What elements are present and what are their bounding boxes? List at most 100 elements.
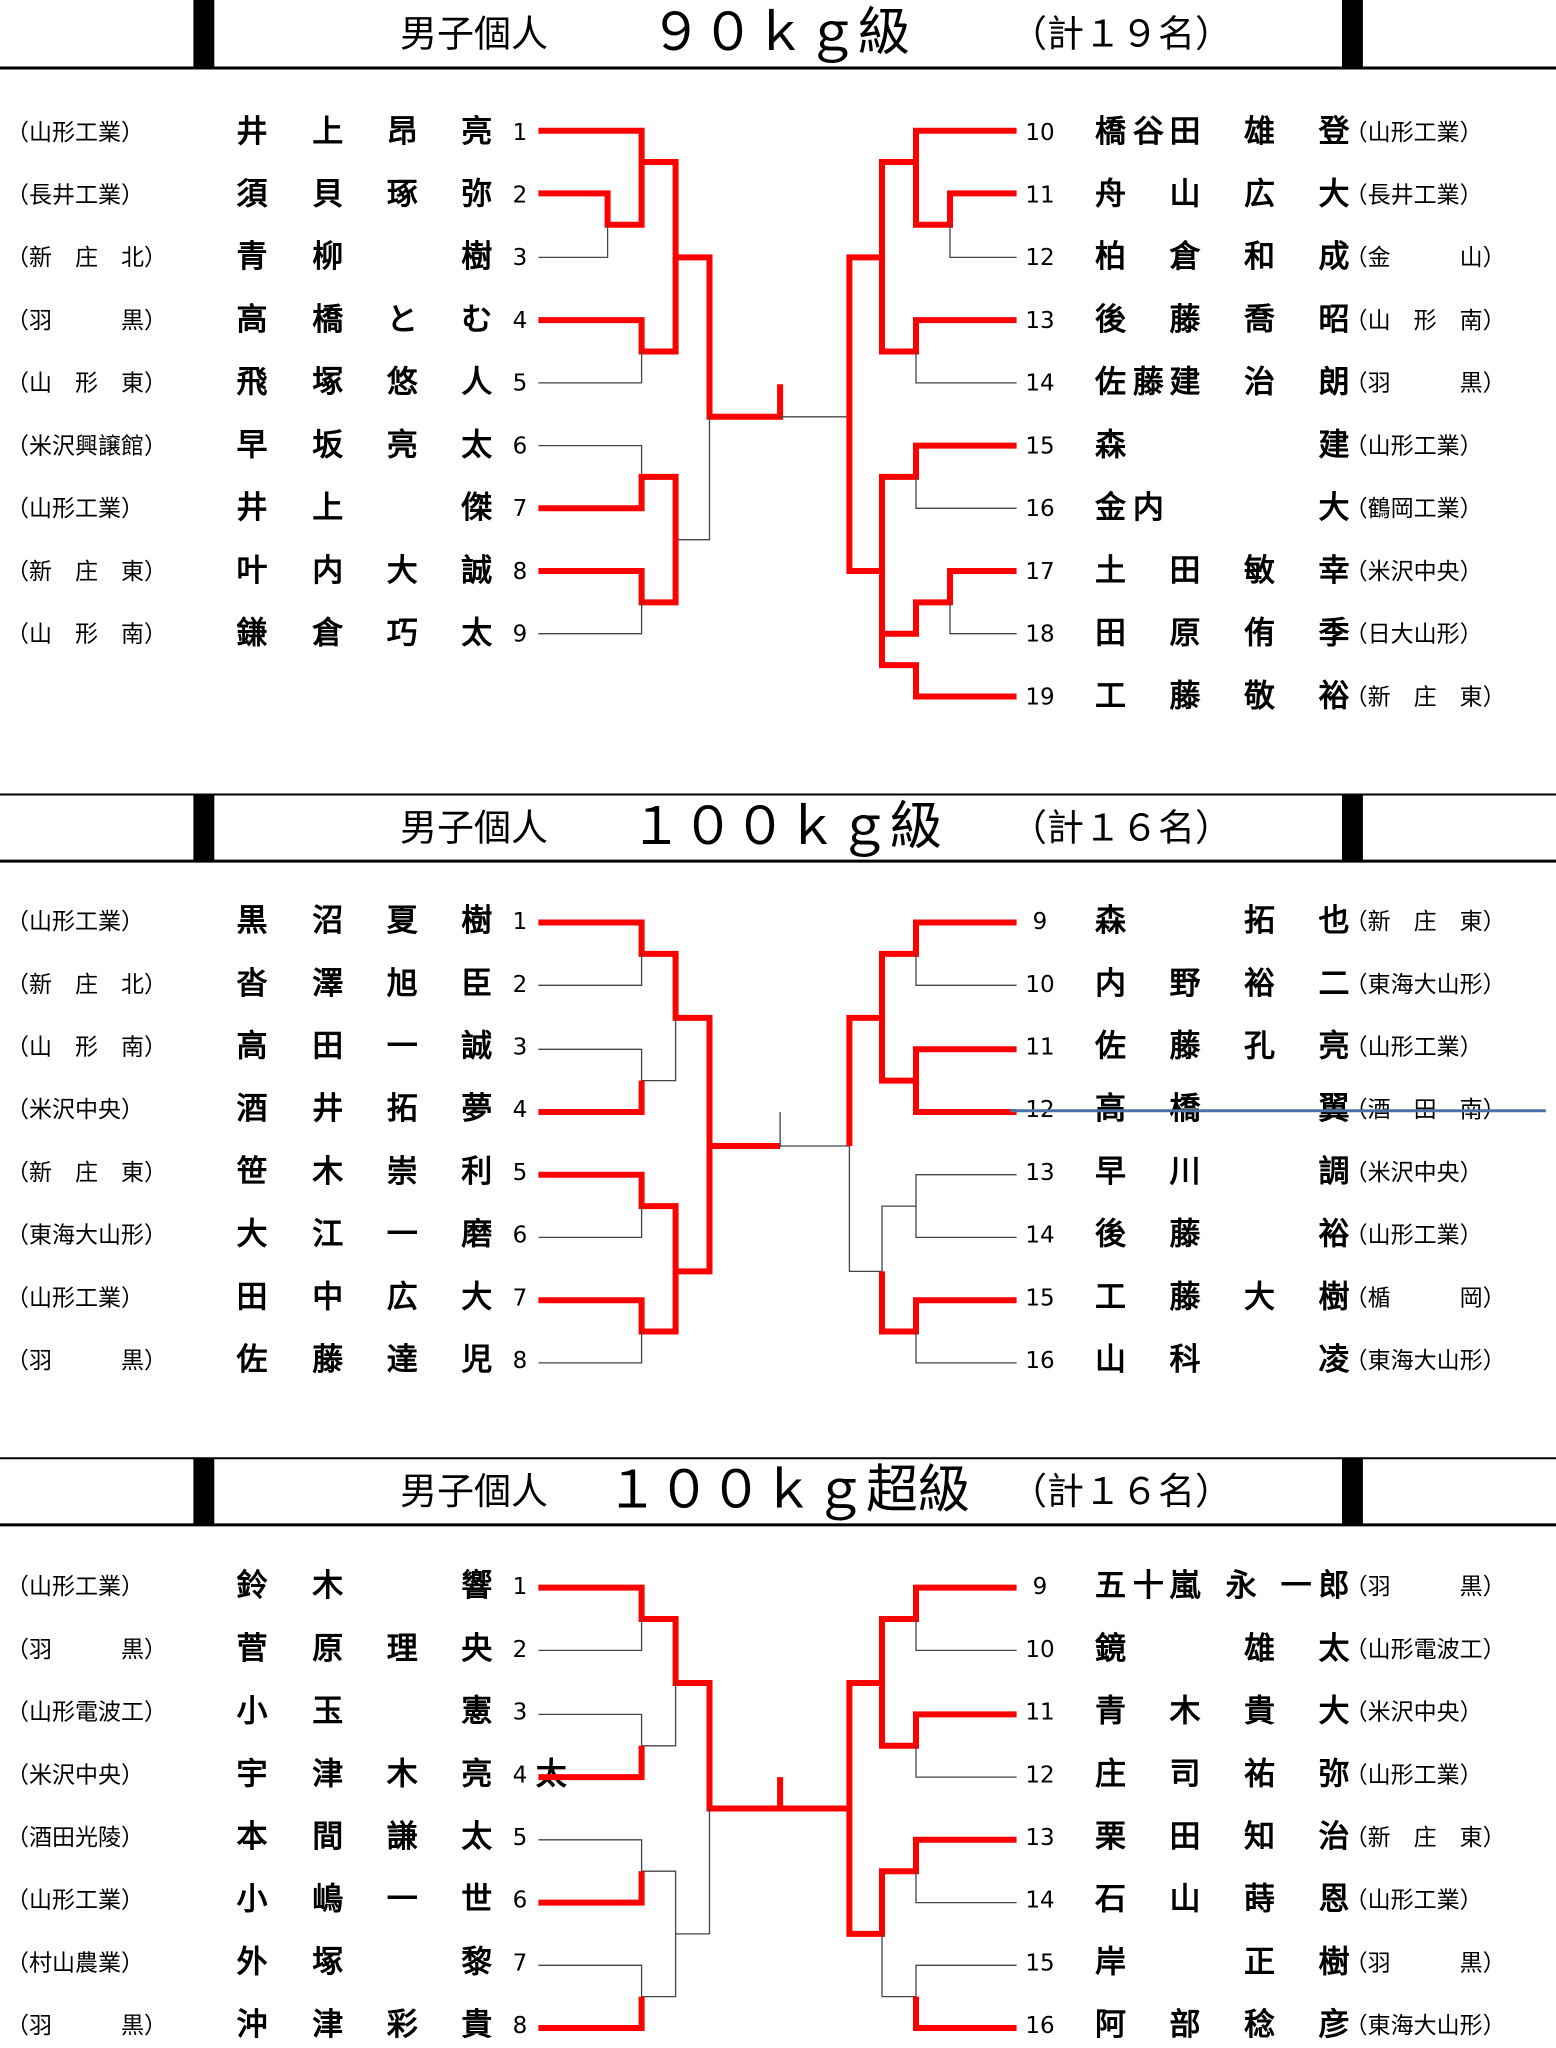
competitor-number: 5 [513, 371, 528, 397]
competitor-name-char: 井 [237, 490, 268, 526]
competitor-name-char: 木 [311, 1568, 343, 1604]
title-left-block [193, 794, 215, 862]
competitor-name-char: 弥 [1318, 1756, 1349, 1792]
competitor-name-char: 誠 [461, 1028, 492, 1064]
bracket-line-winner [913, 1996, 1017, 2031]
competitor-name-char: 藤 [1169, 1279, 1201, 1315]
competitor-name-char: 工 [1095, 678, 1126, 714]
competitor-name-char: 広 [1244, 177, 1275, 213]
competitor-school: （米沢中央） [1345, 559, 1483, 585]
competitor-name-char: 大 [387, 553, 418, 589]
competitor-name-char: 森 [1095, 903, 1127, 939]
competitor-name-char: 江 [312, 1217, 343, 1253]
competitor-name-char: 橋 [1095, 114, 1127, 150]
competitor-name-char: 藤 [1133, 365, 1165, 401]
competitor-name-char: 田 [1169, 114, 1200, 150]
competitor-name-char: 建 [1169, 365, 1200, 401]
competitor-school: （新 庄 東） [6, 1160, 167, 1186]
bracket-line-winner [538, 1996, 645, 2031]
competitor-name-char: 悠 [386, 365, 419, 401]
competitor-name-char: 治 [1318, 1819, 1349, 1855]
competitor-name-char: と [387, 302, 418, 338]
competitor-name-char: 侑 [1244, 616, 1275, 652]
bracket-line [949, 224, 1017, 259]
bracket-line [538, 416, 711, 541]
competitor-name-char: 沓 [237, 966, 268, 1002]
competitor-number: 6 [513, 1223, 528, 1249]
competitor-name-char: 傑 [460, 490, 492, 526]
competitor-school: （羽 黒） [1345, 371, 1506, 397]
competitor-name-char: 飛 [237, 365, 268, 401]
competitor-name-char: 須 [237, 177, 269, 213]
competitor-number: 2 [513, 183, 528, 209]
competitor-name-char: 岸 [1095, 1944, 1126, 1980]
competitor-number: 12 [1025, 245, 1054, 271]
competitor-number: 9 [1033, 1574, 1048, 1600]
bracket-line [915, 953, 1017, 986]
competitor-name-char: 喬 [1244, 302, 1275, 338]
competitor-name-char: 高 [237, 1028, 268, 1064]
competitor-name-char: 早 [1095, 1154, 1126, 1190]
competitor-school: （新 庄 東） [1345, 909, 1506, 935]
competitor-school: （長井工業） [6, 183, 144, 209]
competitor-name-char: 大 [1318, 1694, 1349, 1730]
competitor-name-char: 朗 [1318, 365, 1349, 401]
competitor-name-char: 貴 [461, 2007, 492, 2043]
competitor-name-char: 二 [1318, 966, 1349, 1002]
bracket-line-winner [538, 127, 784, 420]
competitor-name-char: 鏡 [1095, 1631, 1126, 1667]
competitor-left: （米沢中央）宇津木亮太4 [6, 1756, 568, 1792]
competitor-school: （山形工業） [6, 120, 144, 146]
competitor-name-char: 柏 [1095, 239, 1126, 275]
competitor-name-char: 裕 [1244, 966, 1275, 1002]
bracket-line [538, 1331, 643, 1364]
competitor-number: 8 [513, 2013, 528, 2039]
competitor-school: （羽 黒） [6, 308, 167, 334]
title-prefix: 男子個人 [400, 1470, 548, 1513]
title-left-block [193, 0, 215, 68]
competitor-number: 2 [513, 972, 528, 998]
competitor-name-char: 科 [1169, 1342, 1200, 1378]
competitor-name-char: 青 [237, 239, 268, 275]
competitor-school: （米沢興譲館） [6, 433, 167, 459]
competitor-name-char: 玉 [312, 1694, 343, 1730]
competitor-name-char: 嵐 [1169, 1568, 1201, 1604]
competitor-school: （新 庄 東） [6, 559, 167, 585]
competitor-name-char: 黒 [237, 903, 268, 939]
competitor-school: （山 形 南） [6, 622, 167, 648]
competitor-name-char: 夢 [461, 1091, 492, 1127]
competitor-name-char: 間 [312, 1819, 343, 1855]
competitor-name-char: 川 [1169, 1154, 1200, 1190]
competitor-name-char: 広 [387, 1279, 418, 1315]
competitor-school: （長井工業） [1345, 183, 1483, 209]
competitor-number: 15 [1025, 433, 1054, 459]
competitor-name-char: 恩 [1318, 1882, 1349, 1918]
competitor-name-char: 幸 [1318, 553, 1349, 589]
competitor-number: 3 [513, 1034, 528, 1060]
competitor-number: 9 [513, 622, 528, 648]
competitor-name-char: 一 [1281, 1568, 1312, 1604]
competitor-name-char: 澤 [312, 966, 343, 1002]
competitor-number: 16 [1025, 2013, 1054, 2039]
competitor-school: （山 形 南） [6, 1034, 167, 1060]
bracket-line-winner [538, 1146, 713, 1275]
competitor-school: （村山農業） [6, 1950, 144, 1976]
competitor-name-char: 山 [1169, 177, 1200, 213]
competitor-school: （羽 黒） [6, 1348, 167, 1374]
competitor-name-char: 早 [237, 427, 268, 463]
